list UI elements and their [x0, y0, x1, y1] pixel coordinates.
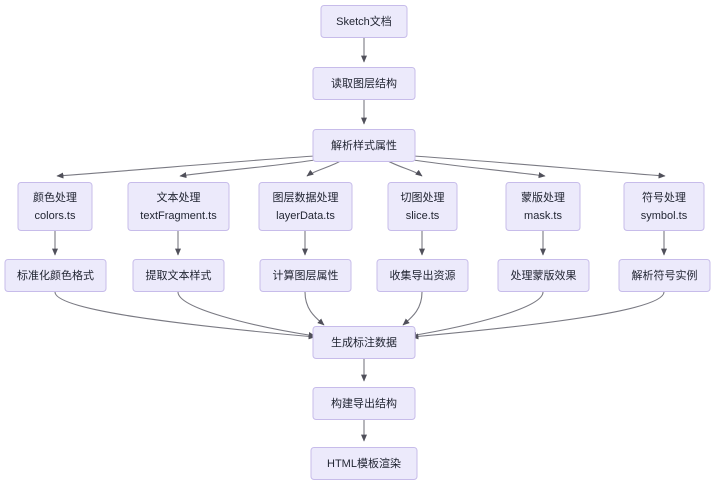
node-generate-annotation-data[interactable]: 生成标注数据 [312, 326, 416, 359]
node-step-process-mask-effects-label: 处理蒙版效果 [511, 268, 577, 282]
node-step-normalize-color-label: 标准化颜色格式 [17, 268, 94, 282]
edge-step-1-to-generate [177, 291, 316, 338]
node-build-export-structure-label: 构建导出结构 [331, 396, 397, 410]
node-branch-symbol-label: 符号处理 [642, 191, 686, 204]
node-generate-annotation-data-label: 生成标注数据 [331, 335, 397, 349]
node-start[interactable]: Sketch文档 [320, 5, 408, 38]
node-parse-style[interactable]: 解析样式属性 [312, 129, 416, 162]
node-step-compute-layer-props[interactable]: 计算图层属性 [259, 259, 352, 292]
node-branch-text-label: 文本处理 [157, 190, 201, 204]
node-step-collect-export-assets-label: 收集导出资源 [390, 268, 456, 282]
node-branch-color-file: colors.ts [35, 210, 76, 222]
node-step-normalize-color[interactable]: 标准化颜色格式 [4, 259, 107, 292]
node-branch-layer-data-file: layerData.ts [276, 210, 335, 222]
node-parse-style-label: 解析样式属性 [331, 138, 397, 152]
node-step-compute-layer-props-label: 计算图层属性 [273, 268, 339, 282]
node-step-parse-symbol-instances-label: 解析符号实例 [632, 268, 698, 282]
node-branch-mask[interactable]: 蒙版处理 mask.ts [505, 182, 581, 231]
node-branch-text-file: textFragment.ts [140, 210, 217, 222]
node-branch-color[interactable]: 颜色处理 colors.ts [17, 182, 93, 231]
node-build-export-structure[interactable]: 构建导出结构 [312, 387, 416, 420]
edge-parse-style-to-branch-5 [397, 154, 666, 179]
node-step-collect-export-assets[interactable]: 收集导出资源 [376, 259, 469, 292]
node-branch-slice-label: 切图处理 [401, 191, 445, 204]
node-step-process-mask-effects[interactable]: 处理蒙版效果 [497, 259, 590, 292]
node-step-parse-symbol-instances[interactable]: 解析符号实例 [618, 259, 711, 292]
edge-step-5-to-generate [411, 291, 665, 340]
node-branch-mask-label: 蒙版处理 [521, 190, 565, 204]
edge-step-2-to-generate [304, 291, 325, 326]
node-branch-layer-data[interactable]: 图层数据处理 layerData.ts [258, 182, 353, 231]
node-read-layers-label: 读取图层结构 [331, 76, 397, 90]
node-branch-slice[interactable]: 切图处理 slice.ts [387, 182, 458, 231]
node-branch-mask-file: mask.ts [524, 210, 562, 222]
node-branch-slice-file: slice.ts [406, 210, 440, 222]
node-read-layers[interactable]: 读取图层结构 [312, 67, 416, 100]
node-html-template-render-label: HTML模板渲染 [327, 456, 401, 470]
node-html-template-render[interactable]: HTML模板渲染 [310, 447, 418, 480]
edge-step-0-to-generate [54, 291, 316, 340]
node-branch-text[interactable]: 文本处理 textFragment.ts [127, 182, 230, 231]
node-branch-layer-data-label: 图层数据处理 [273, 190, 339, 204]
nodes-layer: Sketch文档 读取图层结构 解析样式属性 颜色处理 colors.ts [4, 5, 711, 480]
edge-step-3-to-generate [402, 291, 423, 326]
node-step-extract-text-style-label: 提取文本样式 [146, 268, 212, 282]
node-start-label: Sketch文档 [336, 14, 392, 28]
node-branch-color-label: 颜色处理 [33, 190, 77, 204]
edge-step-4-to-generate [409, 291, 544, 338]
node-step-extract-text-style[interactable]: 提取文本样式 [132, 259, 225, 292]
node-branch-symbol[interactable]: 符号处理 symbol.ts [623, 182, 705, 231]
edge-parse-style-to-branch-0 [56, 154, 331, 179]
node-branch-symbol-file: symbol.ts [641, 210, 688, 222]
